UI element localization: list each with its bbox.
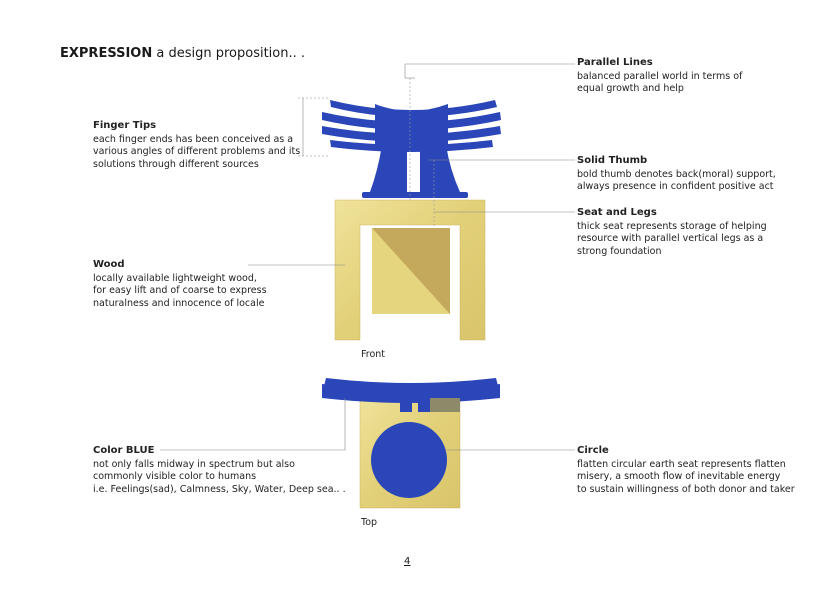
page-number: 4 <box>404 556 411 567</box>
solid-thumb <box>362 145 468 198</box>
finger-tips <box>322 100 501 152</box>
front-view <box>322 78 501 341</box>
note-wood: Wood locally available lightweight wood,… <box>93 259 267 309</box>
note-solid-thumb: Solid Thumb bold thumb denotes back(mora… <box>577 155 776 192</box>
note-circle: Circle flatten circular earth seat repre… <box>577 445 795 495</box>
note-seat-and-legs: Seat and Legs thick seat represents stor… <box>577 207 767 257</box>
note-parallel-lines: Parallel Lines balanced parallel world i… <box>577 57 743 94</box>
wood-seat <box>334 199 486 341</box>
top-view <box>322 378 500 509</box>
leader-lines <box>160 63 575 451</box>
note-finger-tips: Finger Tips each finger ends has been co… <box>93 120 301 170</box>
note-color-blue: Color BLUE not only falls midway in spec… <box>93 445 346 495</box>
caption-top: Top <box>361 517 378 528</box>
caption-front: Front <box>361 349 386 360</box>
page-title: EXPRESSION a design proposition.. . <box>60 46 306 61</box>
